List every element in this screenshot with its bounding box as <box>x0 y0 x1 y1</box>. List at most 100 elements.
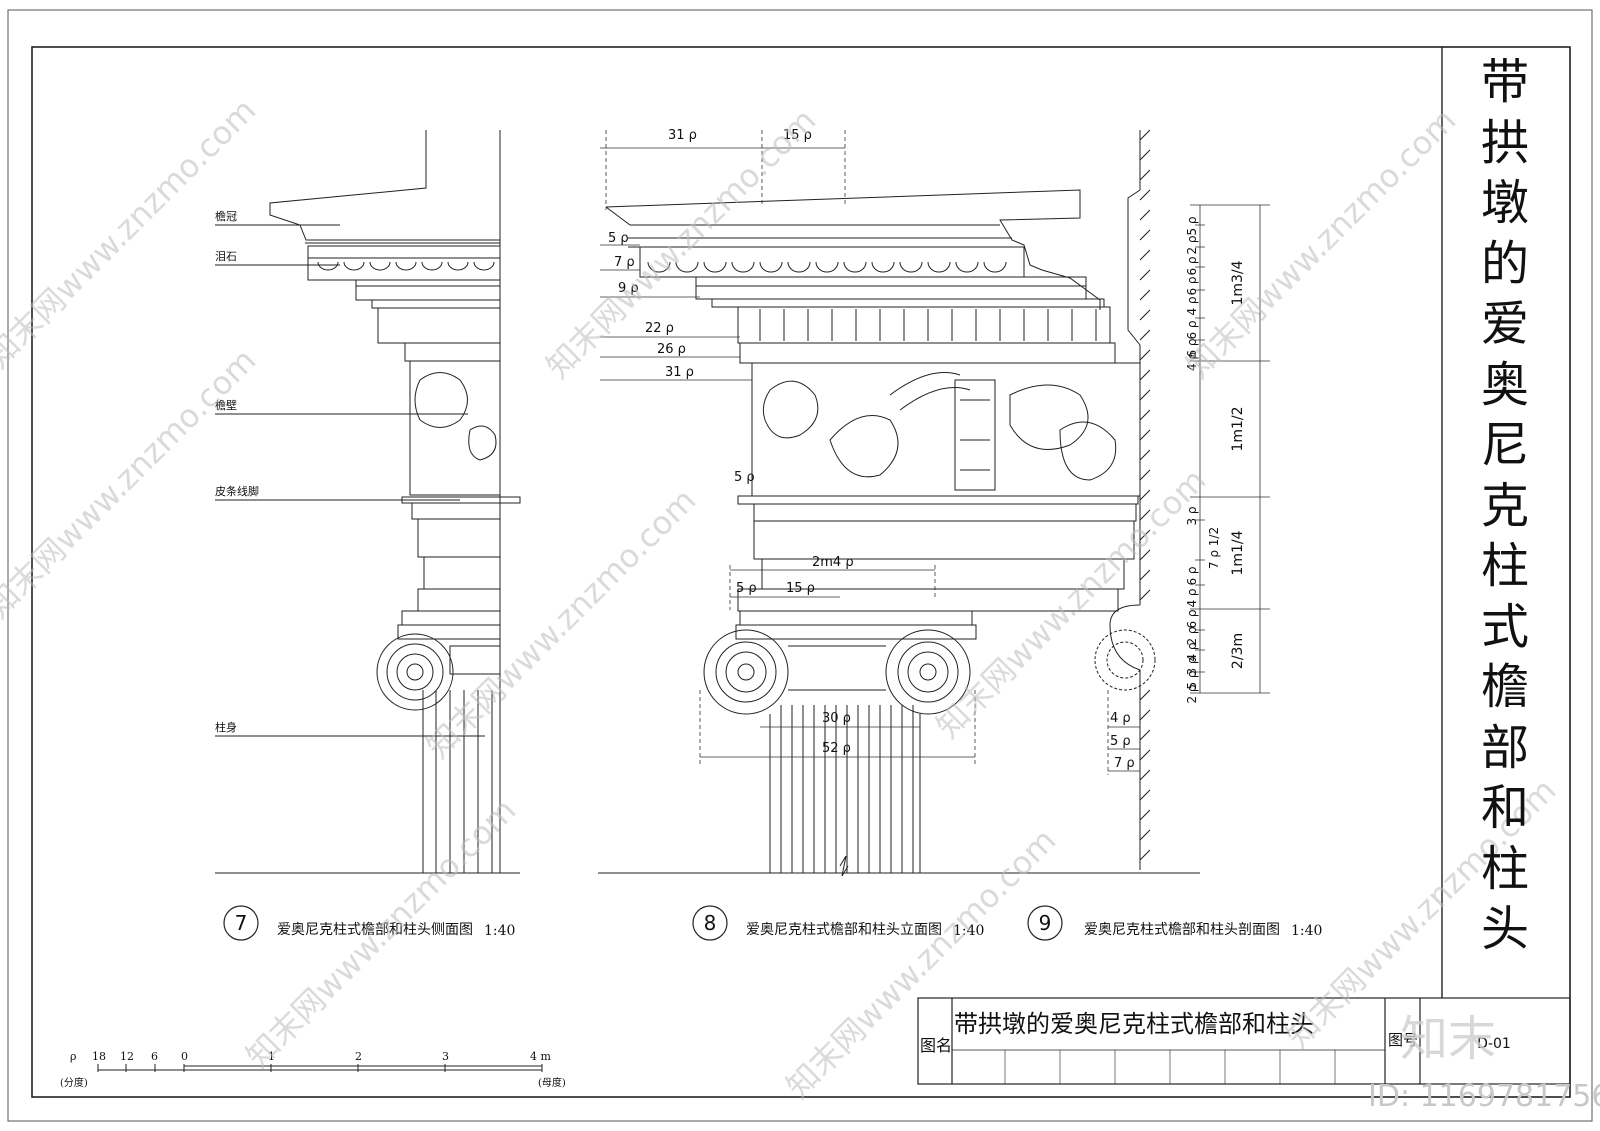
caption-text: 爱奥尼克柱式檐部和柱头侧面图 <box>277 921 473 938</box>
svg-text:2 ρ: 2 ρ <box>1185 235 1199 254</box>
svg-text:6 ρ: 6 ρ <box>1185 320 1199 339</box>
vertical-title-char: 柱 <box>1480 840 1529 897</box>
caption-text: 爱奥尼克柱式檐部和柱头剖面图 <box>1084 921 1280 938</box>
svg-text:18: 18 <box>92 1050 106 1063</box>
svg-text:4 ρ: 4 ρ <box>1185 588 1199 607</box>
front-elevation-drawing <box>598 189 1200 877</box>
svg-text:5 ρ: 5 ρ <box>1185 670 1199 689</box>
svg-text:(分度): (分度) <box>60 1076 88 1089</box>
dim-7p: 7 ρ <box>614 255 635 270</box>
scale-bar-labels: ρ 18 12 6 0 1 2 3 4 m (分度) (母度) <box>60 1050 566 1089</box>
svg-text:6: 6 <box>151 1050 158 1063</box>
svg-text:2 ρ: 2 ρ <box>1185 684 1199 703</box>
side-elevation-drawing <box>215 130 521 874</box>
svg-text:4 ρ: 4 ρ <box>1185 296 1199 315</box>
svg-text:3 ρ: 3 ρ <box>1185 506 1199 525</box>
section-drawing <box>1094 129 1156 870</box>
outer-frame <box>7 9 1593 1122</box>
caption-text: 爱奥尼克柱式檐部和柱头立面图 <box>746 921 942 938</box>
drawing-number-circle <box>1027 905 1063 941</box>
vertical-title-char: 部 <box>1480 719 1529 776</box>
title-block <box>917 997 1571 1085</box>
title-block-number: D-01 <box>1477 1036 1511 1052</box>
label-frieze: 檐壁 <box>215 398 237 412</box>
title-block-number-label: 图号 <box>1388 1031 1418 1049</box>
svg-text:3 ρ: 3 ρ <box>1185 656 1199 675</box>
svg-text:知末网www.znzmo.com: 知末网www.znzmo.com <box>0 341 263 626</box>
svg-text:ρ: ρ <box>70 1050 76 1063</box>
svg-text:6 ρ: 6 ρ <box>1185 338 1199 357</box>
label-corona: 泪石 <box>215 250 237 263</box>
dim-31p-top: 31 ρ <box>668 128 697 143</box>
caption-7: 7 爱奥尼克柱式檐部和柱头侧面图 1:40 <box>223 905 515 941</box>
vertical-title-char: 克 <box>1480 477 1529 534</box>
dim-22p: 22 ρ <box>645 321 674 336</box>
dim-7p-small: 7 ρ <box>1114 756 1135 771</box>
title-block-name: 带拱墩的爱奥尼克柱式檐部和柱头 <box>954 1010 1314 1038</box>
dim-5p-frieze: 5 ρ <box>734 470 755 485</box>
label-fillet: 皮条线脚 <box>215 484 259 498</box>
svg-text:4 ρ: 4 ρ <box>1185 642 1199 661</box>
dimension-lines <box>600 130 1270 775</box>
vertical-title-char: 奥 <box>1480 356 1529 413</box>
svg-text:6 ρ: 6 ρ <box>1185 609 1199 628</box>
caption-scale: 1:40 <box>484 923 515 939</box>
vertical-title: 带拱墩的爱奥尼克柱式檐部和柱头 <box>1440 52 1570 960</box>
side-labels: 檐冠 泪石 檐壁 皮条线脚 柱身 <box>215 209 259 734</box>
dim-15p-capital: 15 ρ <box>786 581 815 596</box>
svg-text:知末网www.znzmo.com: 知末网www.znzmo.com <box>779 821 1063 1106</box>
svg-text:5 ρ: 5 ρ <box>1185 216 1199 235</box>
svg-text:1: 1 <box>268 1050 275 1063</box>
dim-1m1-4: 1m1/4 <box>1230 530 1246 575</box>
dim-26p: 26 ρ <box>657 342 686 357</box>
vertical-title-char: 尼 <box>1480 417 1529 473</box>
svg-text:2 ρ: 2 ρ <box>1185 626 1199 645</box>
dim-2m4p: 2m4 ρ <box>812 555 854 570</box>
svg-text:6 ρ: 6 ρ <box>1185 276 1199 295</box>
svg-text:3: 3 <box>442 1050 449 1063</box>
caption-scale: 1:40 <box>1291 923 1322 939</box>
label-shaft: 柱身 <box>215 720 237 734</box>
label-cornice: 檐冠 <box>215 209 237 223</box>
svg-text:0: 0 <box>181 1050 188 1063</box>
vertical-title-char: 柱 <box>1480 538 1529 594</box>
vertical-title-char: 爱 <box>1480 296 1529 352</box>
dim-1m3-4: 1m3/4 <box>1230 260 1246 305</box>
svg-text:4 ρ: 4 ρ <box>1185 352 1199 371</box>
dim-1m1-2: 1m1/2 <box>1230 406 1246 451</box>
svg-text:知末网www.znzmo.com: 知末网www.znzmo.com <box>1179 101 1464 386</box>
vertical-title-char: 式 <box>1480 598 1529 655</box>
svg-text:7 ρ 1/2: 7 ρ 1/2 <box>1207 527 1221 569</box>
caption-scale: 1:40 <box>953 923 984 939</box>
dim-15p-top: 15 ρ <box>783 128 812 143</box>
svg-text:6 ρ: 6 ρ <box>1185 256 1199 275</box>
svg-text:知末网www.znzmo.com: 知末网www.znzmo.com <box>419 481 704 766</box>
svg-text:2: 2 <box>355 1050 362 1063</box>
vertical-dim-texts: 5 ρ 2 ρ 6 ρ 6 ρ 4 ρ 6 ρ 6 ρ 4 ρ 3 ρ 7 ρ … <box>1185 216 1246 703</box>
caption-9: 9 爱奥尼克柱式檐部和柱头剖面图 1:40 <box>1027 905 1322 941</box>
dim-4p-small: 4 ρ <box>1110 711 1131 726</box>
svg-text:(母度): (母度) <box>538 1076 566 1089</box>
vertical-title-char: 和 <box>1480 780 1529 836</box>
dim-5p-small: 5 ρ <box>1110 734 1131 749</box>
drawing-number: 9 <box>1039 911 1052 935</box>
drawing-number-circle <box>692 905 728 941</box>
dim-52p: 52 ρ <box>822 741 851 756</box>
dim-5p-capital: 5 ρ <box>736 581 757 596</box>
svg-text:6 ρ: 6 ρ <box>1185 566 1199 585</box>
svg-text:知末网www.znzmo.com: 知末网www.znzmo.com <box>0 91 263 376</box>
dim-5p: 5 ρ <box>608 231 629 246</box>
dim-9p: 9 ρ <box>618 281 639 296</box>
dimension-texts: 31 ρ 15 ρ 5 ρ 7 ρ 9 ρ 22 ρ 26 ρ 31 ρ 5 ρ… <box>608 128 1135 771</box>
vertical-title-char: 的 <box>1480 235 1529 292</box>
dim-30p: 30 ρ <box>822 711 851 726</box>
caption-8: 8 爱奥尼克柱式檐部和柱头立面图 1:40 <box>692 905 984 941</box>
logo-watermark: 知末 <box>1400 1011 1496 1067</box>
vertical-title-char: 拱 <box>1480 114 1529 171</box>
dim-2-3m: 2/3m <box>1230 633 1246 669</box>
dim-31p: 31 ρ <box>665 365 694 380</box>
title-block-name-label: 图名 <box>920 1036 952 1055</box>
vertical-title-char: 头 <box>1480 901 1529 957</box>
watermarks: 知末网www.znzmo.com 知末网www.znzmo.com 知末网www… <box>0 91 1563 1106</box>
drawing-number: 8 <box>704 911 717 935</box>
